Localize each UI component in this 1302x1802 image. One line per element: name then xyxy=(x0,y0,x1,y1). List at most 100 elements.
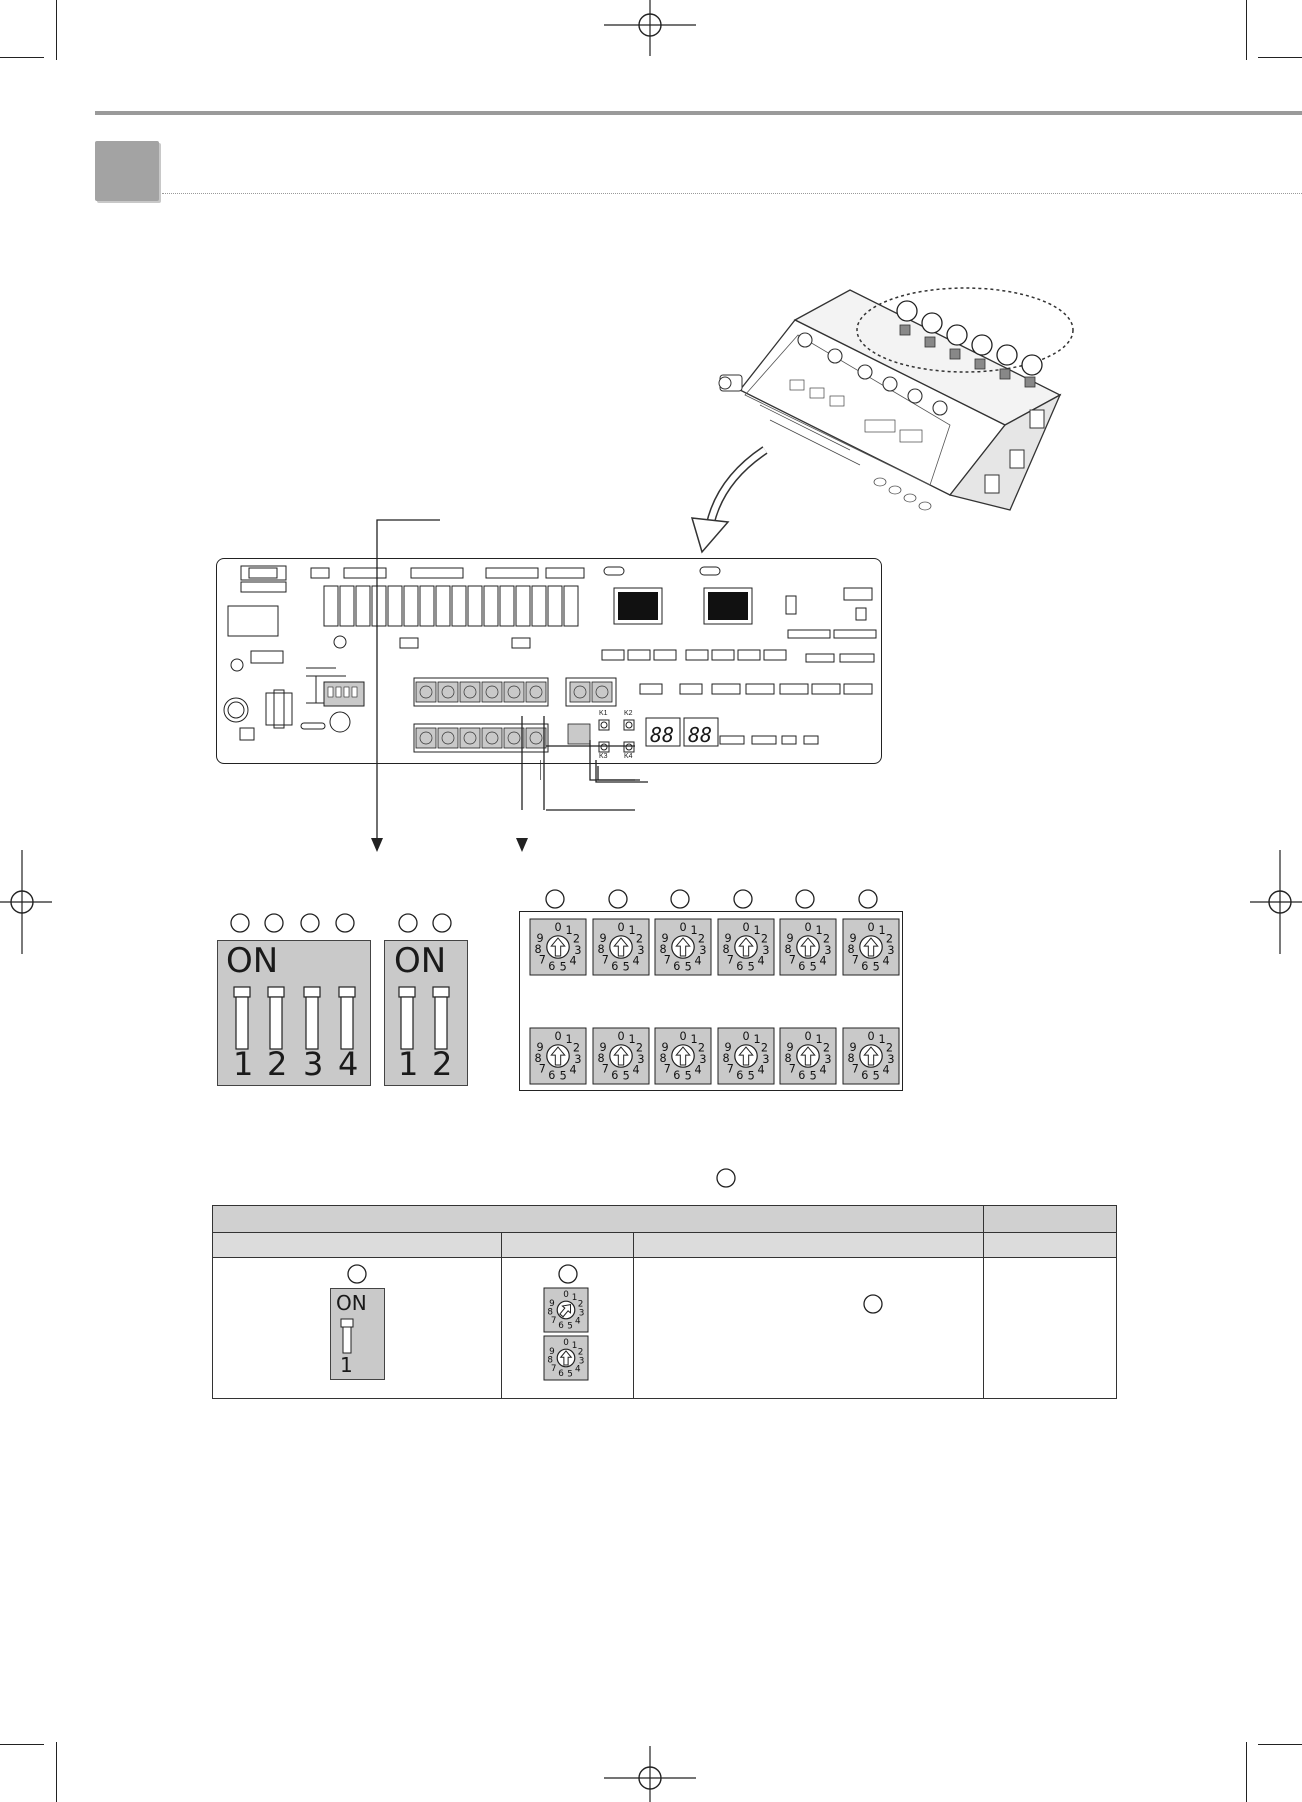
rotary-digit: 4 xyxy=(569,954,576,967)
rotary-digit: 9 xyxy=(599,932,606,945)
rotary-digit: 0 xyxy=(867,921,874,934)
rotary-digit: 5 xyxy=(685,960,692,973)
rotary-digit: 9 xyxy=(549,1299,555,1309)
rotary-digit: 4 xyxy=(569,1063,576,1076)
rotary-digit: 8 xyxy=(784,1052,791,1065)
rotary-digit: 7 xyxy=(551,1316,557,1326)
rotary-example-callout xyxy=(558,1264,578,1284)
rotary-digit: 1 xyxy=(565,1033,572,1046)
rotary-digit: 0 xyxy=(679,921,686,934)
rotary-digit: 4 xyxy=(882,1063,889,1076)
table-header-cell-side xyxy=(983,1205,1117,1233)
rotary-digit: 6 xyxy=(861,960,868,973)
rotary-digit: 5 xyxy=(873,1069,880,1082)
table-header-cell-main xyxy=(212,1205,984,1233)
rotary-digit: 9 xyxy=(849,1041,856,1054)
rotary-digit: 4 xyxy=(694,1063,701,1076)
dip-b-on-label: ON xyxy=(394,941,447,981)
rotary-digit: 4 xyxy=(632,1063,639,1076)
pcb-button-label-k3: K3 xyxy=(599,753,608,760)
pcb-seven-segment-1: 88 xyxy=(650,723,675,747)
rotary-digit: 4 xyxy=(694,954,701,967)
dip-example-on-label: ON xyxy=(336,1291,367,1315)
rotary-digit: 5 xyxy=(685,1069,692,1082)
rotary-digit: 5 xyxy=(748,960,755,973)
rotary-digit: 1 xyxy=(565,924,572,937)
dip-a-position-3: 3 xyxy=(303,1045,324,1083)
rotary-digit: 1 xyxy=(628,924,635,937)
rotary-digit: 0 xyxy=(617,1030,624,1043)
rotary-digit: 2 xyxy=(573,1042,580,1055)
dip-example: ON 1 xyxy=(330,1288,385,1380)
rotary-digit: 6 xyxy=(798,960,805,973)
rotary-digit: 7 xyxy=(852,1063,859,1076)
rotary-digit: 4 xyxy=(632,954,639,967)
dip-switch-4pos: ON 1 2 3 4 xyxy=(217,940,371,1086)
rotary-digit: 7 xyxy=(664,1063,671,1076)
rotary-digit: 3 xyxy=(579,1309,585,1319)
rotary-digit: 8 xyxy=(597,943,604,956)
leader-line-overlay xyxy=(540,740,640,781)
rotary-digit: 3 xyxy=(699,1053,706,1066)
rotary-digit: 8 xyxy=(722,1052,729,1065)
rotary-digit: 6 xyxy=(736,1069,743,1082)
rotary-digit: 0 xyxy=(742,1030,749,1043)
rotary-digit: 9 xyxy=(549,1347,555,1357)
rotary-digit: 0 xyxy=(563,1290,569,1300)
rotary-digit: 8 xyxy=(847,1052,854,1065)
rotary-digit: 9 xyxy=(536,932,543,945)
rotary-digit: 9 xyxy=(724,1041,731,1054)
rotary-digit: 1 xyxy=(572,1293,578,1303)
rotary-digit: 5 xyxy=(560,960,567,973)
rotary-digit: 8 xyxy=(534,1052,541,1065)
rotary-digit: 2 xyxy=(698,933,705,946)
rotary-digit: 5 xyxy=(748,1069,755,1082)
dip-a-levers xyxy=(233,986,356,1050)
rotary-digit: 8 xyxy=(847,943,854,956)
rotary-digit: 9 xyxy=(536,1041,543,1054)
zoom-arrow xyxy=(690,446,768,554)
table-subheader-cell-1 xyxy=(212,1232,502,1258)
table-cell-dip: ON 1 xyxy=(212,1257,502,1399)
rotary-digit: 0 xyxy=(804,921,811,934)
rotary-digit: 6 xyxy=(558,1321,564,1331)
rotary-digit: 2 xyxy=(823,933,830,946)
dip-a-on-label: ON xyxy=(226,941,279,981)
table-cell-remark xyxy=(983,1257,1117,1399)
pcb-board xyxy=(216,558,882,764)
table-header-row xyxy=(212,1205,1117,1233)
table-cell-description xyxy=(633,1257,984,1399)
rotary-digit: 3 xyxy=(637,944,644,957)
rotary-digit: 6 xyxy=(548,960,555,973)
rotary-digit: 0 xyxy=(554,921,561,934)
rotary-digit: 5 xyxy=(873,960,880,973)
rotary-digit: 6 xyxy=(558,1369,564,1379)
rotary-digit: 0 xyxy=(867,1030,874,1043)
rotary-digit: 4 xyxy=(757,1063,764,1076)
rotary-digit: 7 xyxy=(602,954,609,967)
rotary-digit: 1 xyxy=(628,1033,635,1046)
rotary-digit: 4 xyxy=(819,1063,826,1076)
rotary-digit: 2 xyxy=(886,1042,893,1055)
rotary-digit: 9 xyxy=(786,1041,793,1054)
rotary-digit: 3 xyxy=(887,1053,894,1066)
rotary-digit: 2 xyxy=(698,1042,705,1055)
rotary-digit: 2 xyxy=(823,1042,830,1055)
rotary-digit: 9 xyxy=(724,932,731,945)
rotary-digit: 7 xyxy=(602,1063,609,1076)
rotary-digit: 6 xyxy=(736,960,743,973)
rotary-digit: 7 xyxy=(727,1063,734,1076)
rotary-digit: 3 xyxy=(762,1053,769,1066)
section-dotted-rule xyxy=(162,193,1302,194)
rotary-digit: 2 xyxy=(573,933,580,946)
table-title-callout xyxy=(716,1168,736,1188)
rotary-digit: 5 xyxy=(567,1321,573,1331)
